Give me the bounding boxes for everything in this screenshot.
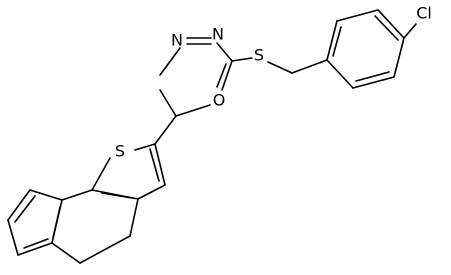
atom-label-s-thioether: S (254, 46, 264, 65)
bond (7, 189, 31, 221)
bond (332, 26, 342, 57)
bond (352, 76, 395, 89)
bond (79, 235, 131, 264)
bond (175, 104, 211, 117)
bond (216, 42, 233, 62)
bond (23, 238, 49, 249)
atom-labels: N N O S S Cl (115, 4, 432, 161)
bond (221, 60, 233, 91)
bond (291, 59, 328, 74)
bond (267, 61, 293, 74)
bond (14, 195, 36, 223)
bond (154, 115, 177, 145)
bond (159, 89, 177, 117)
bond (149, 148, 160, 182)
bond (17, 242, 53, 256)
bond (7, 219, 19, 256)
bond (216, 63, 227, 88)
bond (159, 47, 181, 76)
bond (355, 71, 390, 82)
bond (326, 20, 338, 61)
bond (403, 23, 417, 39)
bond (52, 206, 61, 239)
bond (134, 143, 156, 151)
bond (29, 189, 63, 201)
atom-label-cl: Cl (416, 4, 432, 23)
bond (101, 192, 133, 199)
bond-group (7, 9, 417, 264)
bond (374, 15, 399, 41)
bond (326, 59, 354, 89)
bond (154, 143, 166, 186)
atom-label-n1: N (171, 31, 183, 50)
bond (129, 198, 139, 237)
bond (137, 184, 166, 200)
atom-label-n2: N (212, 25, 224, 44)
atom-label-s-thiophene: S (115, 142, 125, 161)
atom-label-o: O (213, 91, 226, 110)
bond (393, 37, 405, 78)
bond (377, 9, 405, 39)
bond (51, 242, 81, 264)
bond (336, 9, 379, 22)
bond (61, 189, 93, 201)
bond (231, 57, 253, 62)
bond (91, 157, 111, 191)
